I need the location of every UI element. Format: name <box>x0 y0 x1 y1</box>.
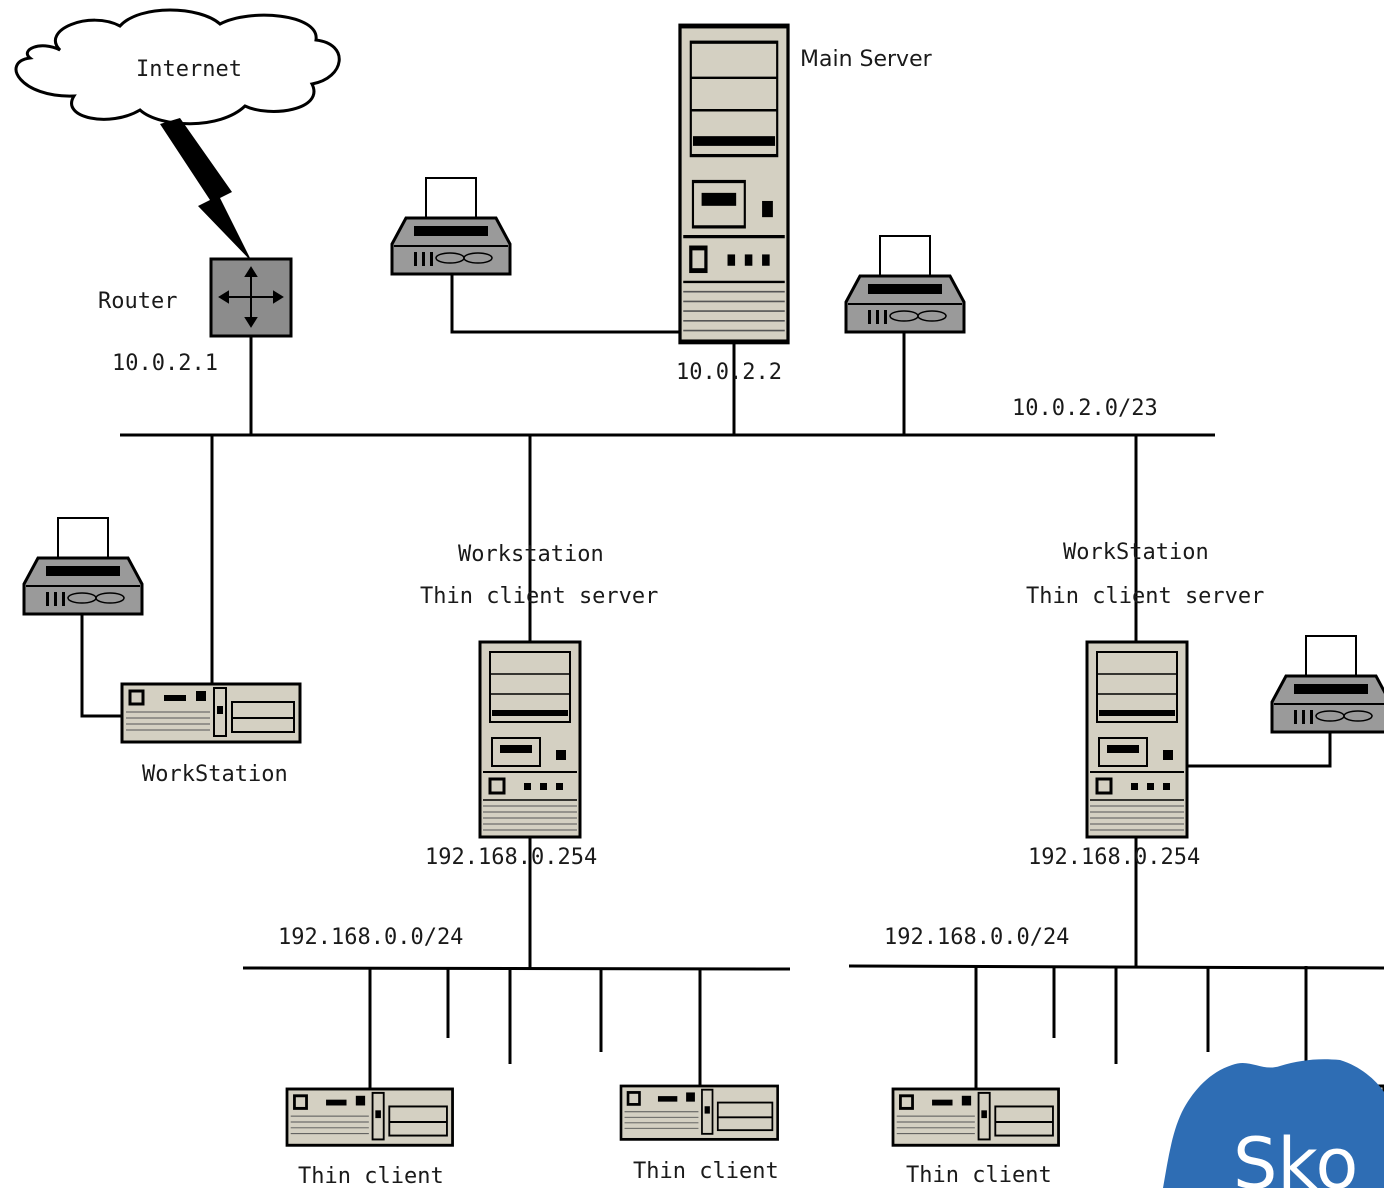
thin-client-server-1: Workstation Thin client server 192.168.0… <box>278 542 658 950</box>
thin-client-label: Thin client <box>298 1164 444 1188</box>
router: Router 10.0.2.1 <box>98 257 293 376</box>
main-server-ip: 10.0.2.2 <box>676 360 782 385</box>
workstation-label: WorkStation <box>142 762 288 787</box>
router-arrows-icon <box>218 266 284 328</box>
printer-icon <box>1270 634 1384 734</box>
subnet-2-label: 192.168.0.0/24 <box>884 925 1069 950</box>
logo-text: Sko <box>1233 1123 1358 1188</box>
server-1-title: Workstation <box>458 542 604 567</box>
watermark-logo: Sko <box>1163 1059 1384 1188</box>
internet-cloud: Internet <box>14 8 341 126</box>
main-server: Main Server 10.0.2.2 <box>676 26 933 385</box>
subnet-1-label: 192.168.0.0/24 <box>278 925 463 950</box>
server-1-subtitle: Thin client server <box>420 584 658 609</box>
server-2-ip: 192.168.0.254 <box>1028 845 1200 870</box>
tower-computer-icon <box>1085 640 1189 839</box>
printer-icon <box>22 516 144 616</box>
desktop-computer-icon <box>619 1084 780 1141</box>
thin-client-server-2: WorkStation Thin client server 192.168.0… <box>884 540 1264 950</box>
thin-client: Thin client <box>891 1087 1060 1188</box>
subnet-bus-1 <box>242 966 791 971</box>
server-2-subtitle: Thin client server <box>1026 584 1264 609</box>
thin-client: Thin client <box>619 1084 780 1184</box>
server-1-ip: 192.168.0.254 <box>425 845 597 870</box>
network-wires <box>80 274 1384 1100</box>
wan-link-bolt <box>160 118 252 262</box>
router-ip: 10.0.2.1 <box>112 351 218 376</box>
backbone-subnet-label: 10.0.2.0/23 <box>1012 396 1158 421</box>
server-tower-icon <box>680 26 788 342</box>
router-label: Router <box>98 289 177 314</box>
printer-icon <box>844 234 966 334</box>
thin-client: Thin client <box>285 1087 454 1188</box>
desktop-computer-icon <box>120 682 302 744</box>
tower-computer-icon <box>478 640 582 839</box>
desktop-computer-icon <box>285 1087 454 1147</box>
thin-client-label: Thin client <box>906 1163 1052 1188</box>
main-server-label: Main Server <box>800 47 933 72</box>
printer-icon <box>390 176 512 276</box>
workstation-left: WorkStation <box>120 682 302 787</box>
thin-client-label: Thin client <box>633 1159 779 1184</box>
desktop-computer-icon <box>891 1087 1060 1147</box>
server-2-title: WorkStation <box>1063 540 1209 565</box>
internet-label: Internet <box>136 57 242 82</box>
